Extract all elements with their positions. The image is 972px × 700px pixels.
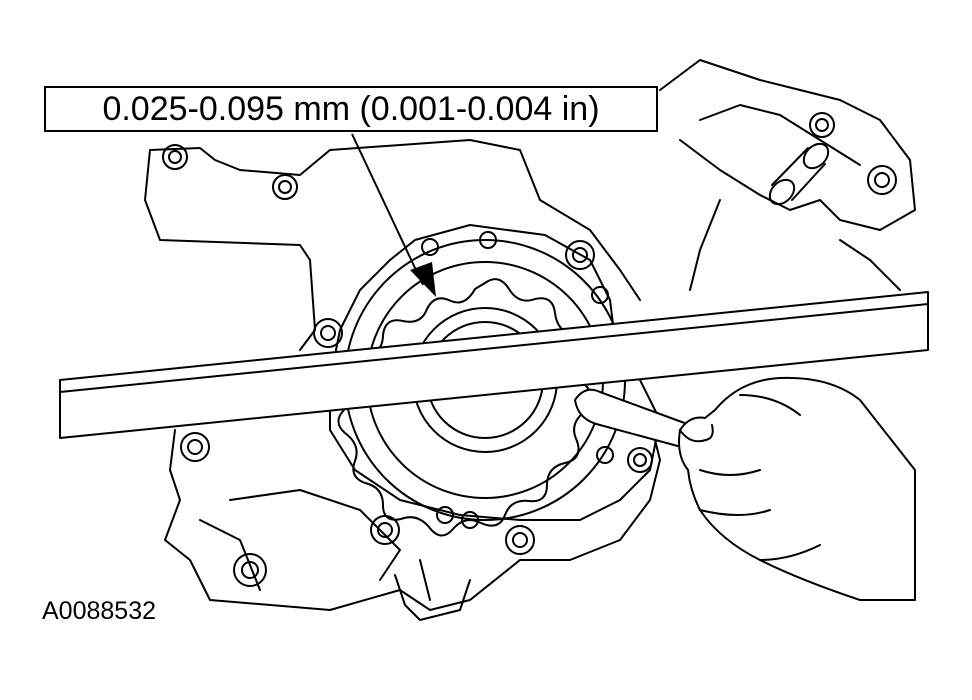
callout-arrow [351, 133, 424, 286]
upper-right-housing [659, 59, 916, 231]
housing-contour [689, 104, 901, 291]
straightedge-bar [59, 291, 929, 439]
hose-fitting [768, 142, 830, 206]
clearance-callout-label: 0.025-0.095 mm (0.001-0.004 in) [102, 90, 600, 128]
clearance-callout-box: 0.025-0.095 mm (0.001-0.004 in) [44, 86, 658, 132]
engine-cover-lower-outline [164, 419, 661, 611]
figure-id-label: A0088532 [42, 597, 157, 625]
hand-outline [678, 376, 916, 601]
straightedge-edge [59, 303, 929, 393]
pickup-tube-stub [394, 559, 471, 621]
thumb-contour [679, 394, 821, 561]
engine-cover-outline [144, 139, 641, 351]
callout-arrowhead [410, 262, 436, 297]
cover-inner-contour [199, 489, 401, 591]
feeler-gauge [574, 388, 691, 449]
pump-body-flange [329, 224, 661, 521]
bolt-holes [162, 112, 897, 587]
